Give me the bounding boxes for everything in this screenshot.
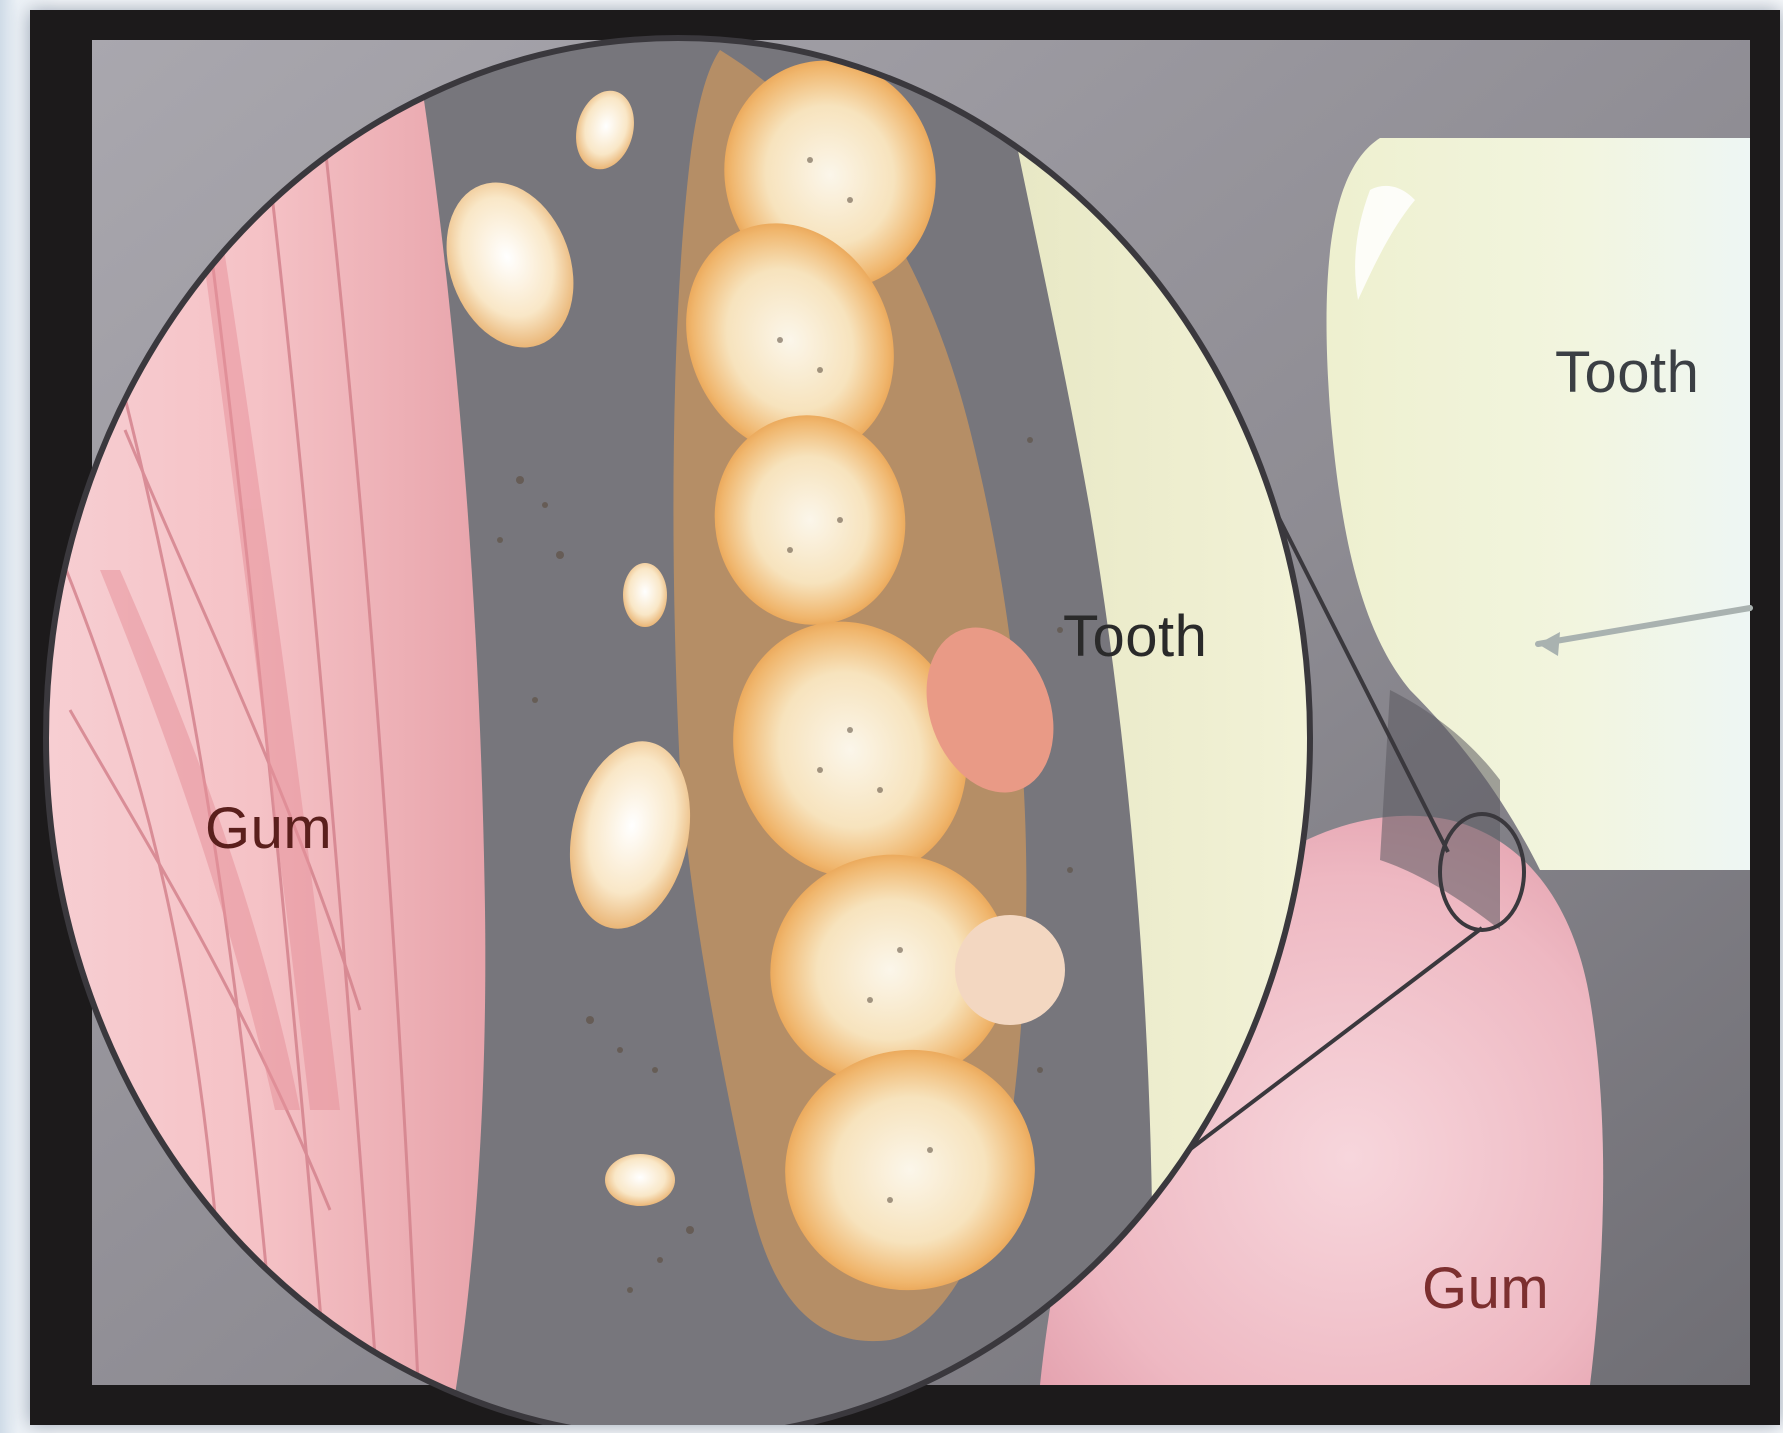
label-gum-zoom: Gum — [205, 796, 332, 861]
label-gum-main: Gum — [1422, 1256, 1549, 1321]
label-tooth-zoom: Tooth — [1063, 604, 1207, 669]
plaque-illustration: Tooth Gum — [30, 10, 1780, 1425]
illustration-frame: Tooth Gum — [30, 10, 1780, 1425]
label-tooth-main: Tooth — [1555, 340, 1699, 405]
